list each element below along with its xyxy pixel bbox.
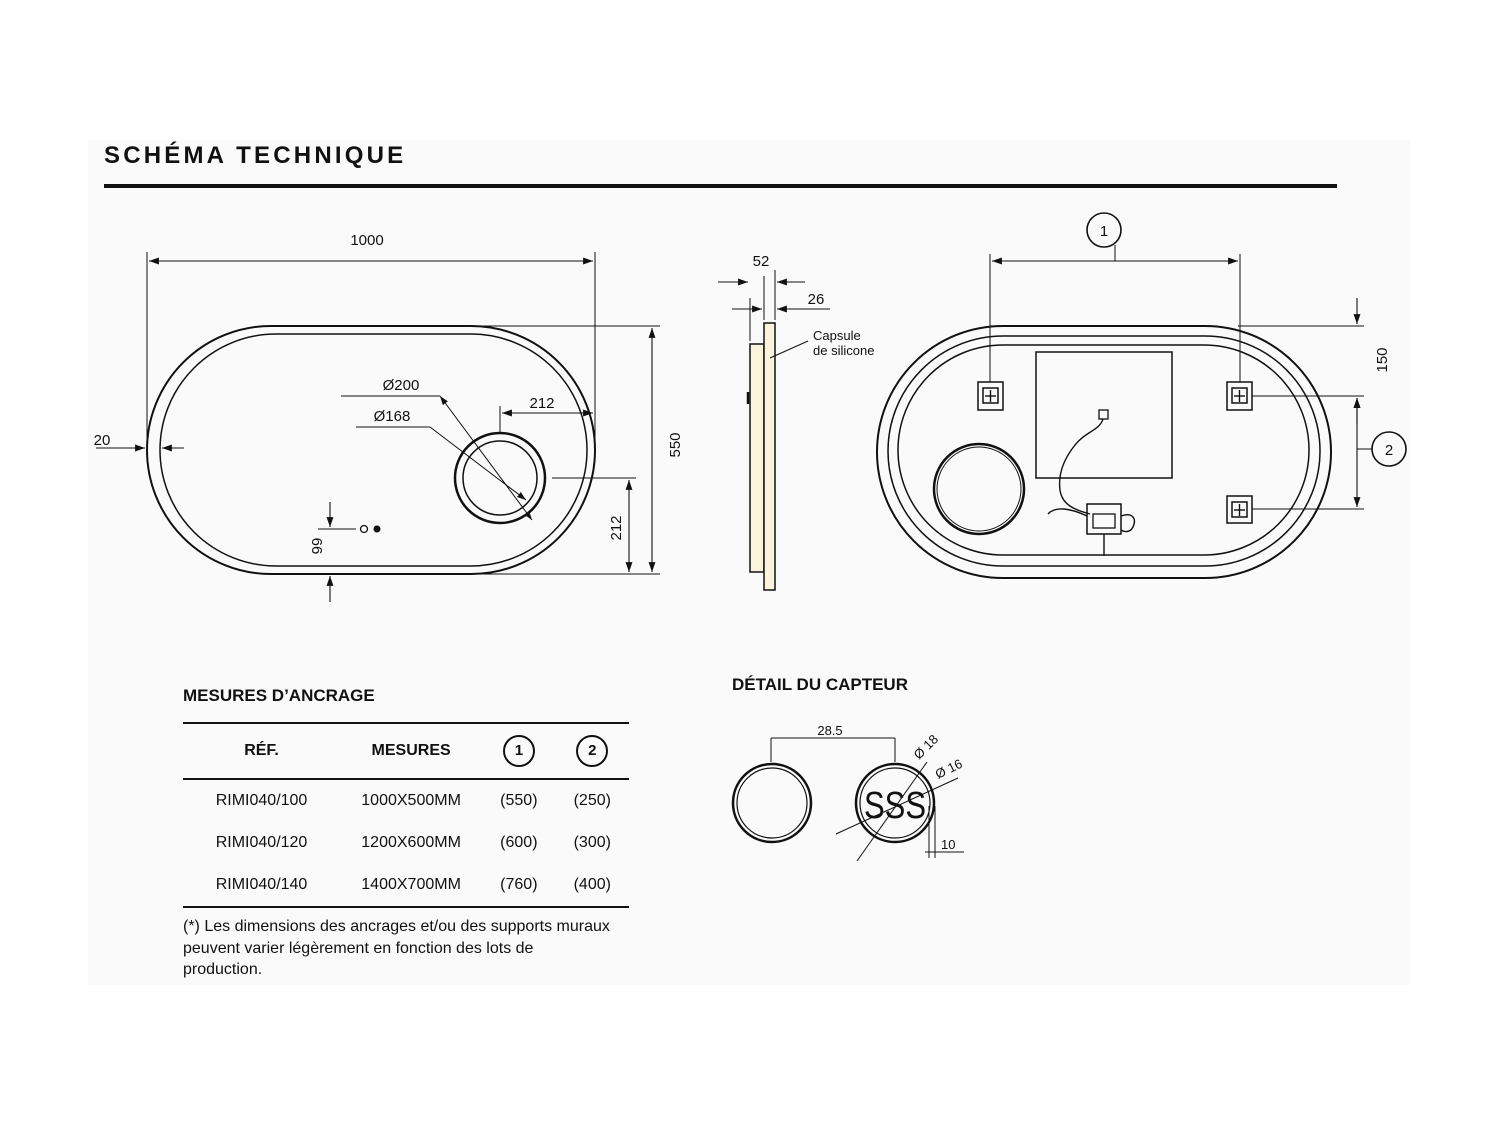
sensor-gap-label: 10 (941, 837, 955, 852)
table-row: RIMI040/100 1000X500MM (550) (250) (183, 779, 629, 822)
magnifier-outer-label: Ø200 (383, 377, 420, 394)
row-ref: RIMI040/100 (215, 792, 308, 809)
back-frame-middle (887, 335, 1321, 567)
touch-switch-on (373, 525, 381, 533)
power-cable (1047, 409, 1136, 556)
capsule-label-line1: Capsule (813, 328, 861, 343)
sensor-left-outer (731, 762, 813, 844)
anchor-table-header: RÉF. MESURES 1 2 (183, 723, 629, 779)
table-row: RIMI040/120 1200X600MM (600) (300) (183, 822, 629, 864)
page-title: SCHÉMA TECHNIQUE (104, 142, 407, 169)
mirror-back-frame (749, 343, 765, 573)
magnifier-outer-ring (453, 431, 547, 525)
magnifier-bottom-offset-label: 212 (608, 515, 625, 540)
side-view (718, 270, 830, 591)
back-view (876, 212, 1407, 579)
marker-1-label: 1 (1100, 223, 1108, 240)
column-marker-1: 1 (482, 723, 555, 779)
wall-bracket-right-top (1226, 381, 1253, 411)
diameter-168-leader (429, 426, 527, 501)
marker-2-badge: 2 (576, 735, 609, 767)
marker-1-circle (1086, 212, 1122, 248)
row-anchor-2: (250) (573, 792, 611, 809)
anchor-section-heading: MESURES D’ANCRAGE (183, 686, 375, 705)
front-view-labels: 1000 550 20 Ø200 Ø168 212 212 66 (94, 232, 684, 554)
sensor-inner-diameter-label: Ø 16 (933, 756, 965, 782)
height-label: 550 (667, 432, 684, 457)
capsule-leader (769, 340, 809, 359)
row-measures: 1400X700MM (361, 876, 461, 893)
anchor-footnote: (*) Les dimensions des ancrages et/ou de… (183, 918, 610, 978)
row-measures: 1000X500MM (361, 792, 461, 809)
sensor-inner-diameter-leader (835, 777, 959, 835)
sensor-right-inner (859, 767, 931, 839)
sensor-spacing-label: 28.5 (817, 723, 842, 738)
column-measures: MESURES (371, 742, 451, 759)
drawing-sheet (88, 140, 1410, 985)
top-offset-label: 150 (1374, 347, 1391, 372)
row-anchor-1: (550) (500, 792, 538, 809)
border-label: 20 (94, 432, 111, 449)
row-anchor-2: (300) (573, 834, 611, 851)
sensor-left-inner (736, 767, 808, 839)
row-ref: RIMI040/140 (215, 876, 308, 893)
sensor-section-heading: DÉTAIL DU CAPTEUR (732, 675, 908, 694)
wall-bracket-left-top (977, 381, 1004, 411)
title-rule (104, 184, 1337, 188)
magnifier-back-ring (932, 442, 1026, 536)
back-view-labels: 1 2 150 (1100, 223, 1393, 459)
front-view (96, 252, 660, 602)
row-measures: 1200X600MM (361, 834, 461, 851)
switch-height-label: 66 (308, 538, 325, 555)
magnifier-inner-label: Ø168 (374, 408, 411, 425)
sensor-right-outer (854, 762, 936, 844)
magnifier-back-ring-inner (936, 446, 1022, 532)
touch-switch-off (359, 524, 369, 534)
side-view-labels: 52 26 Capsule de silicone (753, 253, 875, 358)
column-marker-2: 2 (556, 723, 629, 779)
row-anchor-1: (600) (500, 834, 538, 851)
mirror-glass (763, 322, 776, 591)
row-ref: RIMI040/120 (215, 834, 308, 851)
marker-1-badge: 1 (502, 735, 535, 767)
capsule-label-line2: de silicone (813, 343, 874, 358)
sensor-text: SSS (864, 785, 926, 827)
wall-bracket-right-bottom (1226, 495, 1253, 524)
row-anchor-2: (400) (573, 876, 611, 893)
depth-total-label: 52 (753, 253, 770, 270)
table-row: RIMI040/140 1400X700MM (760) (400) (183, 864, 629, 907)
magnifier-right-offset-label: 212 (529, 395, 554, 412)
anchor-table: RÉF. MESURES 1 2 RIMI040/100 1000X500MM … (183, 722, 629, 908)
power-supply-box (1035, 351, 1173, 479)
depth-front-label: 26 (808, 291, 825, 308)
mirror-outer-outline (146, 325, 596, 575)
mirror-inner-outline (159, 333, 588, 567)
sensor-detail (731, 737, 964, 862)
width-label: 1000 (350, 232, 383, 249)
marker-2-label: 2 (1385, 442, 1393, 459)
row-anchor-1: (760) (500, 876, 538, 893)
column-ref: RÉF. (244, 742, 279, 759)
sensor-outer-diameter-leader (856, 761, 928, 862)
marker-2-circle (1371, 431, 1407, 467)
diameter-200-leader (439, 395, 533, 521)
magnifier-inner-ring (462, 440, 538, 516)
back-outer-outline (876, 325, 1332, 579)
sensor-outer-diameter-label: Ø 18 (911, 732, 942, 763)
